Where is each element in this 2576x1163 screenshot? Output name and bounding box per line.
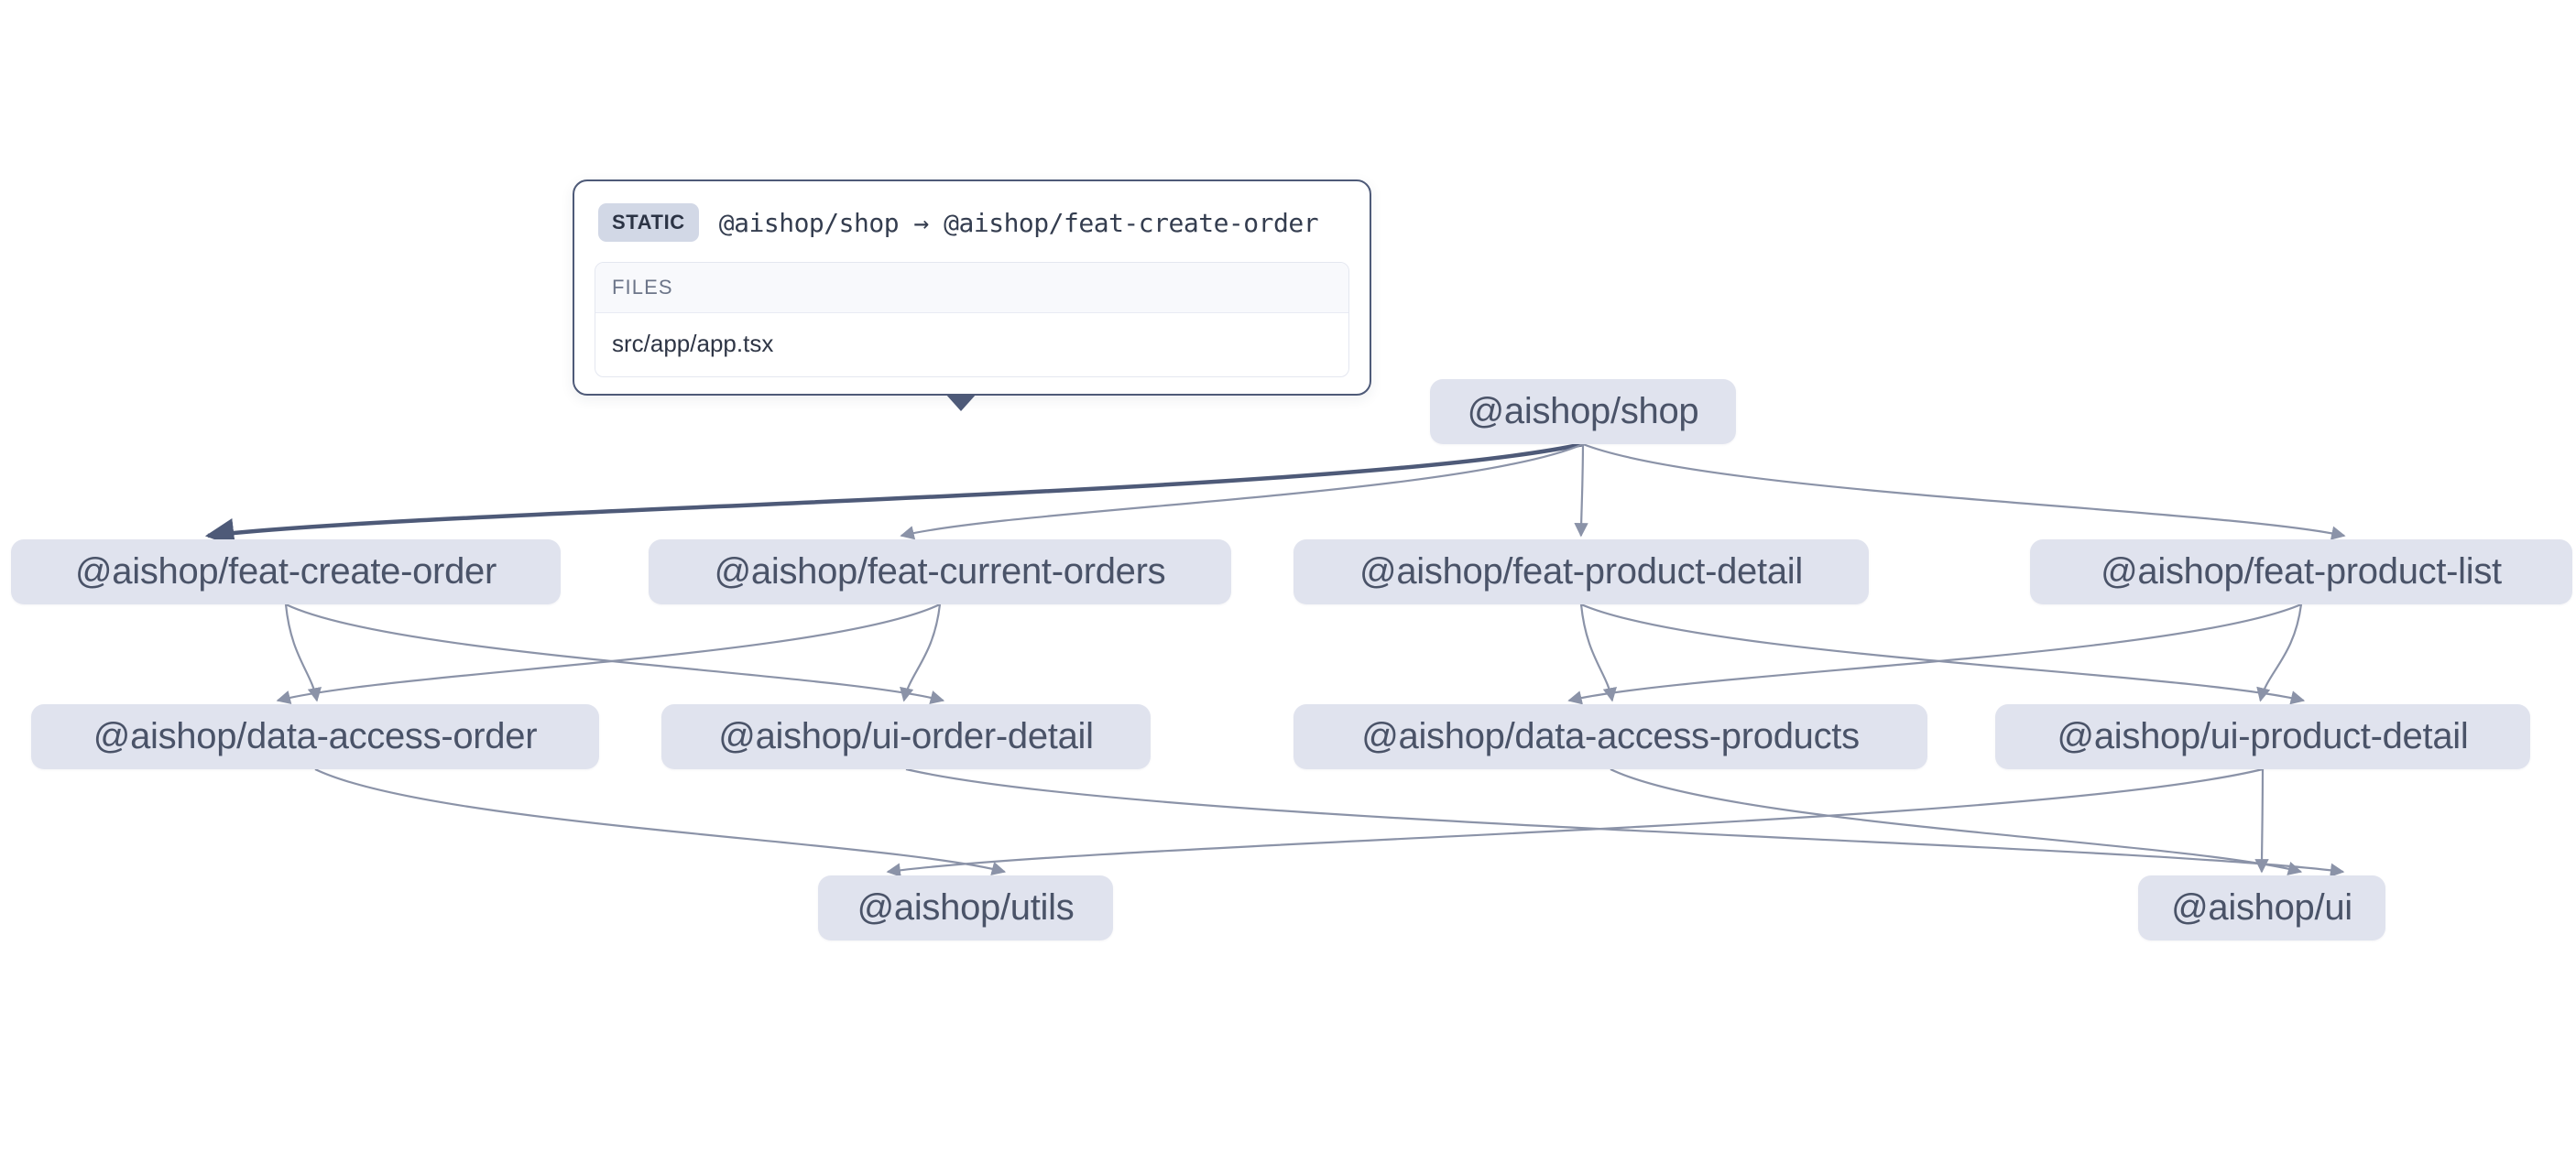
graph-edge[interactable] — [905, 767, 2345, 877]
node-label: @aishop/feat-product-list — [2101, 551, 2502, 592]
files-section-header: FILES — [595, 263, 1348, 313]
node-label: @aishop/ui — [2171, 887, 2352, 928]
node-label: @aishop/ui-product-detail — [2057, 716, 2469, 756]
graph-edge[interactable] — [1580, 603, 2306, 705]
graph-edge[interactable] — [284, 603, 322, 702]
tooltip-title: @aishop/shop → @aishop/feat-create-order — [718, 207, 1319, 238]
graph-edge[interactable] — [1574, 443, 1588, 538]
tooltip-files-panel: FILES src/app/app.tsx — [595, 262, 1349, 377]
graph-node[interactable]: @aishop/feat-create-order — [11, 539, 561, 604]
graph-node[interactable]: @aishop/utils — [818, 875, 1113, 940]
node-label: @aishop/data-access-order — [93, 716, 538, 756]
graph-edge[interactable] — [900, 442, 1584, 540]
node-label: @aishop/feat-product-detail — [1359, 551, 1803, 592]
graph-edge[interactable] — [1579, 603, 1617, 702]
graph-edge[interactable] — [2254, 768, 2269, 874]
node-label: @aishop/data-access-products — [1361, 716, 1860, 756]
file-list-item[interactable]: src/app/app.tsx — [612, 330, 774, 357]
graph-node[interactable]: @aishop/ui-order-detail — [661, 704, 1151, 769]
static-badge: STATIC — [598, 203, 699, 242]
graph-edge[interactable] — [2256, 603, 2303, 702]
tooltip-pointer-icon — [945, 394, 977, 411]
graph-edge[interactable] — [1582, 442, 2346, 540]
node-label: @aishop/feat-create-order — [74, 551, 497, 592]
edge-tooltip-card[interactable]: STATIC @aishop/shop → @aishop/feat-creat… — [573, 179, 1371, 411]
graph-node[interactable]: @aishop/data-access-products — [1293, 704, 1927, 769]
node-label: @aishop/feat-current-orders — [714, 551, 1166, 592]
graph-edge[interactable] — [314, 768, 1007, 875]
graph-node[interactable]: @aishop/feat-product-list — [2030, 539, 2572, 604]
graph-node[interactable]: @aishop/feat-current-orders — [649, 539, 1231, 604]
graph-edge[interactable] — [1610, 768, 2303, 875]
graph-edge[interactable] — [204, 441, 1584, 548]
node-label: @aishop/shop — [1467, 391, 1699, 431]
graph-node[interactable]: @aishop/shop — [1430, 379, 1736, 444]
graph-node[interactable]: @aishop/ui — [2138, 875, 2385, 940]
node-label: @aishop/utils — [857, 887, 1075, 928]
graph-edge[interactable] — [276, 603, 941, 705]
graph-edge[interactable] — [1567, 603, 2302, 705]
graph-node[interactable]: @aishop/ui-product-detail — [1995, 704, 2530, 769]
graph-edge[interactable] — [886, 767, 2264, 877]
graph-node[interactable]: @aishop/data-access-order — [31, 704, 599, 769]
graph-edge[interactable] — [285, 603, 945, 704]
tooltip-header: STATIC @aishop/shop → @aishop/feat-creat… — [595, 200, 1349, 242]
graph-node[interactable]: @aishop/feat-product-detail — [1293, 539, 1869, 604]
graph-edge[interactable] — [900, 603, 942, 702]
node-label: @aishop/ui-order-detail — [718, 716, 1094, 756]
